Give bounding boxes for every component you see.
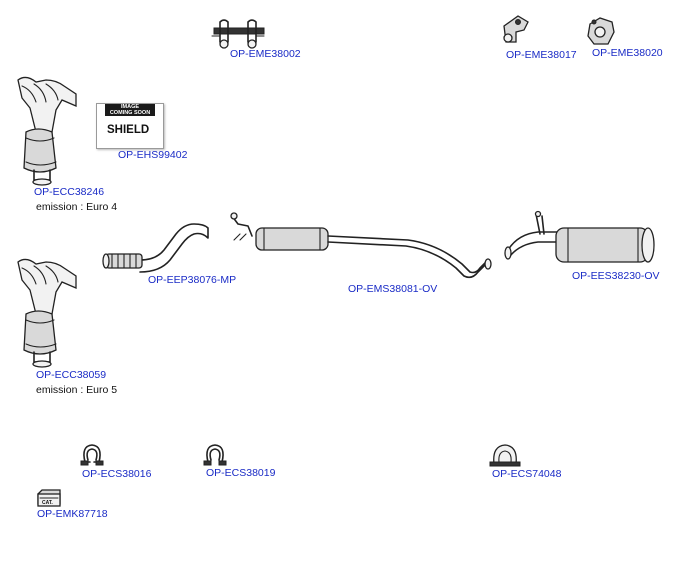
mounting-rubber-icon[interactable] (584, 14, 620, 48)
cat-badge-text: CAT. (42, 500, 53, 506)
part-label-ope-ees38230[interactable]: OP-EES38230-OV (572, 270, 660, 282)
part-label-ope-eep38076[interactable]: OP-EEP38076-MP (148, 274, 237, 286)
part-label-ope-eme38020[interactable]: OP-EME38020 (592, 47, 663, 59)
placeholder-line1: IMAGE (120, 104, 140, 110)
emission-note-ecc38246: emission : Euro 4 (36, 201, 118, 213)
part-label-ope-ems38081[interactable]: OP-EMS38081-OV (348, 283, 438, 295)
rear-silencer-icon[interactable] (502, 208, 656, 268)
placeholder-line2: COMING SOON (109, 110, 151, 116)
catalytic-converter-icon[interactable] (12, 254, 78, 370)
exhaust-clamp-icon[interactable] (203, 442, 227, 468)
mounting-kit-box-icon[interactable]: CAT. (36, 488, 62, 508)
mounting-rubber-pair-icon[interactable] (210, 16, 268, 50)
part-label-ope-ehs99402[interactable]: OP-EHS99402 (118, 149, 188, 161)
part-label-ope-ecs38019[interactable]: OP-ECS38019 (206, 467, 276, 479)
placeholder-banner: IMAGE COMING SOON (105, 104, 155, 116)
part-label-ope-eme38017[interactable]: OP-EME38017 (506, 49, 577, 61)
exhaust-clamp-icon[interactable] (488, 442, 522, 468)
part-label-ope-emk87718[interactable]: OP-EMK87718 (37, 508, 108, 520)
exhaust-clamp-icon[interactable] (80, 442, 104, 468)
part-label-ope-ecc38246[interactable]: OP-ECC38246 (34, 186, 105, 198)
part-label-ope-eme38002[interactable]: OP-EME38002 (230, 48, 301, 60)
mounting-bracket-icon[interactable] (498, 12, 532, 48)
middle-silencer-pipe-icon[interactable] (226, 210, 496, 280)
part-label-ope-ecs38016[interactable]: OP-ECS38016 (82, 468, 152, 480)
front-pipe-flex-icon[interactable] (100, 220, 215, 276)
emission-note-ecc38059: emission : Euro 5 (36, 384, 118, 396)
catalytic-converter-icon[interactable] (12, 72, 78, 188)
part-label-ope-ecs74048[interactable]: OP-ECS74048 (492, 468, 562, 480)
placeholder-title: SHIELD (107, 124, 150, 136)
image-coming-soon-placeholder: IMAGE COMING SOON SHIELD (96, 103, 164, 149)
part-label-ope-ecc38059[interactable]: OP-ECC38059 (36, 369, 107, 381)
